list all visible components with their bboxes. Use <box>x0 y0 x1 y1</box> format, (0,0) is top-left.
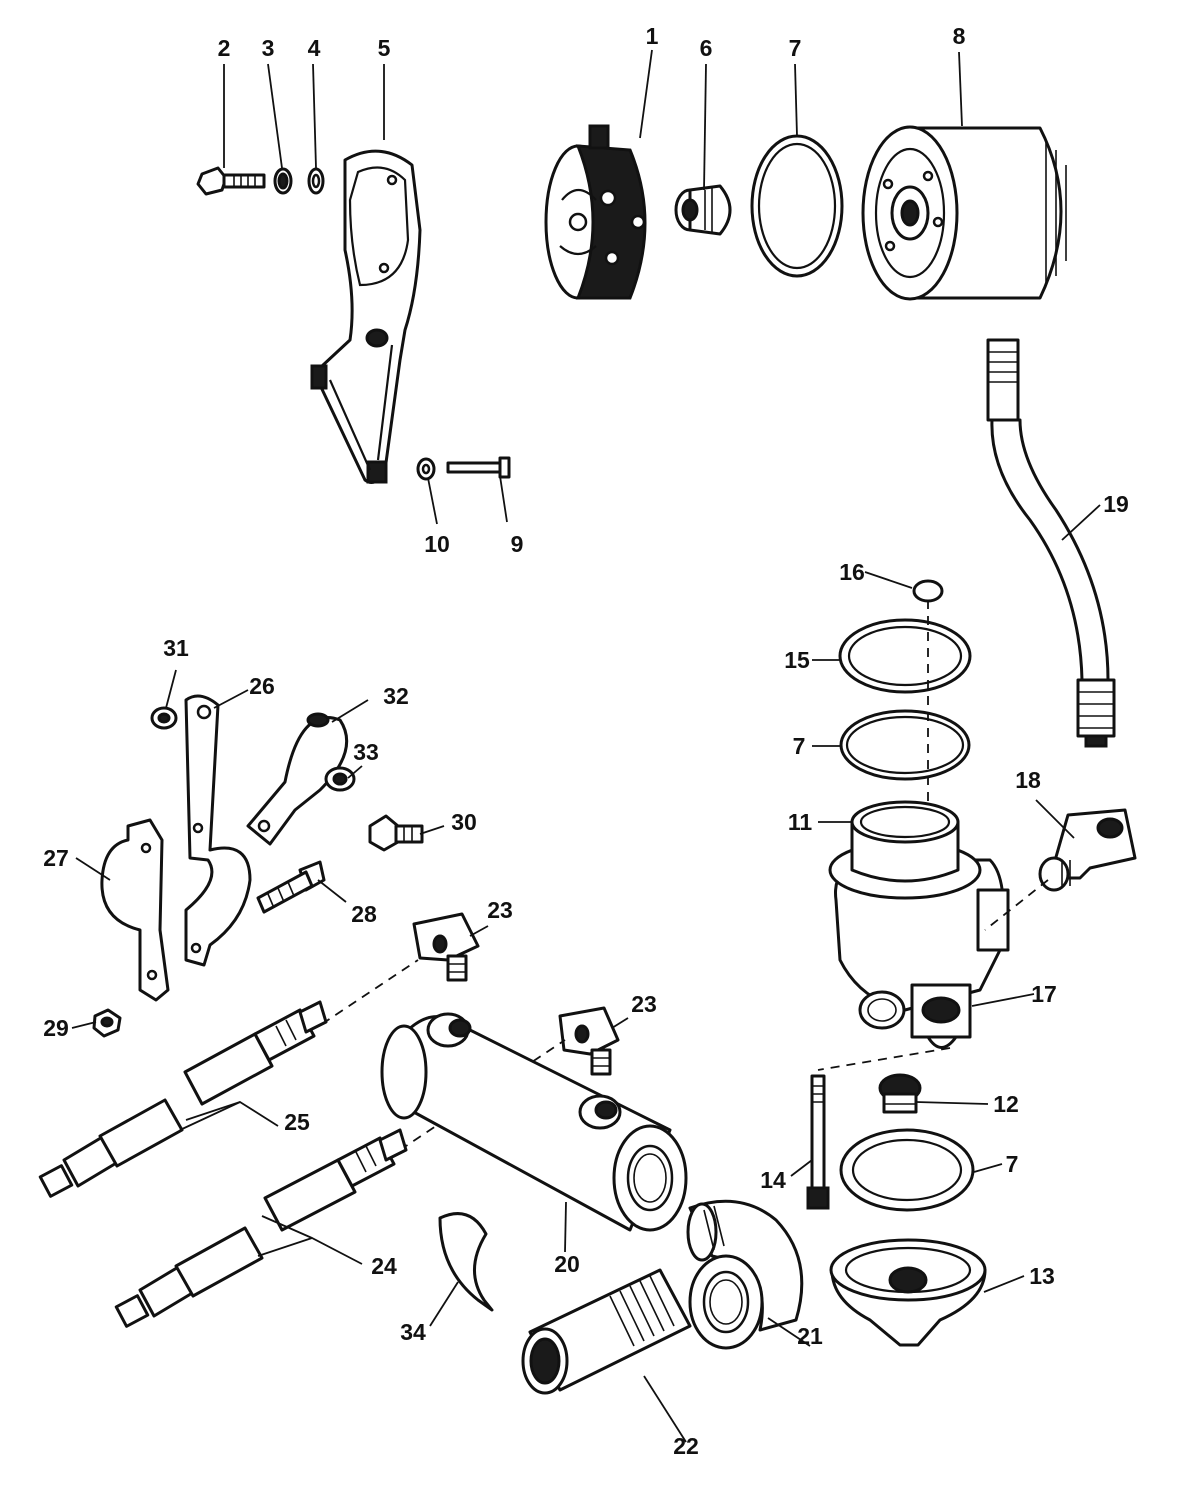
callout-5: 5 <box>378 35 391 61</box>
callout-6: 6 <box>700 35 713 61</box>
bracket-part-5 <box>310 149 422 484</box>
oil-cooler-part-20 <box>380 1012 688 1232</box>
fitting-part-12 <box>878 1073 922 1114</box>
filter-adapter-part-1 <box>544 124 647 300</box>
callout-3: 3 <box>262 35 275 61</box>
seal-ring-part-15 <box>838 618 972 694</box>
callout-9: 9 <box>511 531 524 557</box>
fitting-part-23-lower <box>558 1006 620 1076</box>
callout-27: 27 <box>43 845 69 871</box>
callout-20: 20 <box>554 1251 580 1277</box>
callout-labels: 2 3 4 5 1 6 7 8 10 9 19 16 15 7 11 18 17… <box>43 23 1129 1459</box>
end-cap-part-13 <box>829 1238 987 1347</box>
hose-assembly-part-25 <box>38 1000 328 1198</box>
callout-25: 25 <box>284 1109 310 1135</box>
callout-24: 24 <box>371 1253 397 1279</box>
callout-19: 19 <box>1103 491 1129 517</box>
callout-23-lower: 23 <box>631 991 657 1017</box>
callout-34: 34 <box>400 1319 426 1345</box>
filter-housing-part-11 <box>828 800 1010 1049</box>
callout-32: 32 <box>383 683 409 709</box>
washer-part-33 <box>324 766 356 792</box>
fitting-part-23-upper <box>412 912 480 982</box>
callout-11: 11 <box>788 809 813 835</box>
callout-7-middle: 7 <box>793 733 806 759</box>
callout-17: 17 <box>1031 981 1057 1007</box>
callout-13: 13 <box>1029 1263 1055 1289</box>
o-ring-part-7-middle <box>839 709 971 781</box>
screw-part-9 <box>446 456 511 479</box>
callout-33: 33 <box>353 739 379 765</box>
callout-21: 21 <box>797 1323 823 1349</box>
callout-2: 2 <box>218 35 231 61</box>
plug-part-16 <box>912 579 944 603</box>
callout-26: 26 <box>249 673 275 699</box>
clamp-half-part-27 <box>100 818 170 1002</box>
lockwasher-part-3 <box>273 167 293 195</box>
callout-4: 4 <box>308 35 321 61</box>
elbow-fitting-part-18 <box>1038 808 1137 892</box>
callout-31: 31 <box>163 635 189 661</box>
washer-part-4 <box>307 167 325 195</box>
callout-16: 16 <box>839 559 865 585</box>
screw-part-14 <box>806 1074 830 1210</box>
nut-part-29 <box>92 1008 122 1038</box>
bolt-part-2 <box>196 166 266 196</box>
leader-lines <box>71 49 1101 1443</box>
nut-part-31 <box>150 706 178 730</box>
nipple-part-22 <box>521 1268 692 1395</box>
clamp-half-part-26 <box>184 694 252 967</box>
shield-part-34 <box>438 1212 494 1312</box>
callout-28: 28 <box>351 901 377 927</box>
oil-hose-part-19 <box>986 338 1116 748</box>
callout-7-bottom: 7 <box>1006 1151 1019 1177</box>
callout-12: 12 <box>993 1091 1019 1117</box>
callout-15: 15 <box>784 647 810 673</box>
bolt-part-30 <box>368 814 424 852</box>
callout-14: 14 <box>760 1167 786 1193</box>
fitting-part-6 <box>674 184 732 236</box>
o-ring-part-7-bottom <box>839 1128 975 1212</box>
callout-23-upper: 23 <box>487 897 513 923</box>
callout-29: 29 <box>43 1015 69 1041</box>
hose-assembly-part-24 <box>114 1128 408 1328</box>
callout-18: 18 <box>1015 767 1041 793</box>
callout-8: 8 <box>953 23 966 49</box>
washer-part-10 <box>416 457 436 481</box>
oil-filter-part-8 <box>861 125 1067 301</box>
callout-10: 10 <box>424 531 450 557</box>
bolt-part-28 <box>256 860 326 914</box>
callout-1: 1 <box>646 23 659 49</box>
callout-7-top: 7 <box>789 35 802 61</box>
elbow-part-21 <box>686 1199 804 1350</box>
callout-22: 22 <box>673 1433 699 1459</box>
callout-30: 30 <box>451 809 477 835</box>
o-ring-part-7-top <box>750 134 844 278</box>
